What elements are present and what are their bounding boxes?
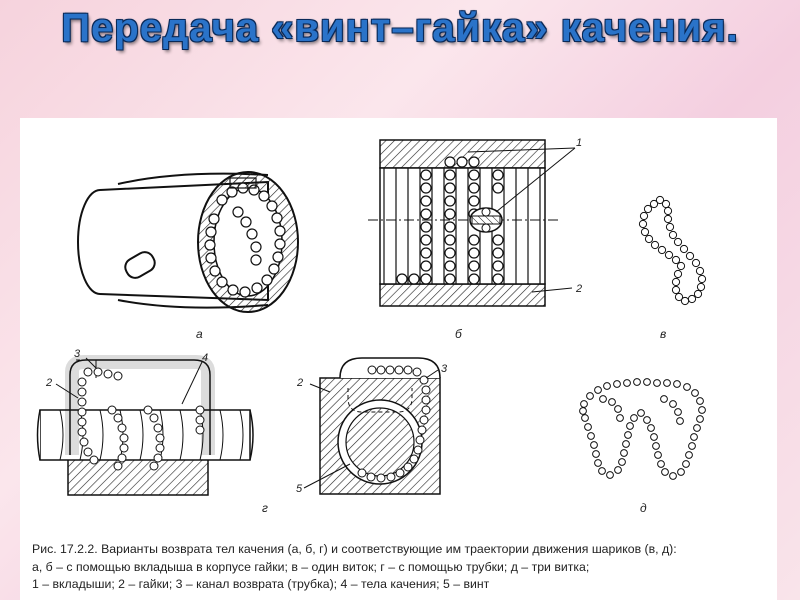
figure-cross-section — [303, 357, 441, 495]
number-3-cross: 3 — [441, 363, 448, 375]
caption-line-2: а, б – с помощью вкладыша в корпусе гайк… — [32, 559, 590, 574]
number-2-b: 2 — [575, 283, 582, 295]
number-1: 1 — [576, 137, 582, 149]
number-4: 4 — [202, 352, 208, 364]
figure-b-section — [368, 139, 576, 307]
label-d: д — [640, 501, 647, 515]
slide-title: Передача «винт–гайка» качения. — [61, 6, 739, 50]
figure-d-trajectory — [579, 378, 706, 480]
caption-line-1: Рис. 17.2.2. Варианты возврата тел качен… — [32, 542, 677, 556]
label-b: б — [455, 327, 463, 341]
figure-v-trajectory — [638, 195, 707, 306]
label-g: г — [262, 501, 268, 515]
caption-line-3: 1 – вкладыши; 2 – гайки; 3 – канал возвр… — [32, 577, 490, 591]
figure-a-nut-perspective — [77, 171, 299, 313]
label-v: в — [660, 327, 666, 341]
number-5: 5 — [296, 483, 303, 495]
number-2-cross: 2 — [296, 377, 303, 389]
number-2-g: 2 — [45, 377, 52, 389]
figure-caption: Рис. 17.2.2. Варианты возврата тел качен… — [32, 541, 772, 594]
label-a: а — [196, 327, 203, 341]
cross-section-balls — [357, 365, 431, 483]
figure-g-return-tube — [36, 355, 254, 496]
number-3-g: 3 — [74, 348, 81, 360]
figure-g-balls — [77, 367, 205, 471]
